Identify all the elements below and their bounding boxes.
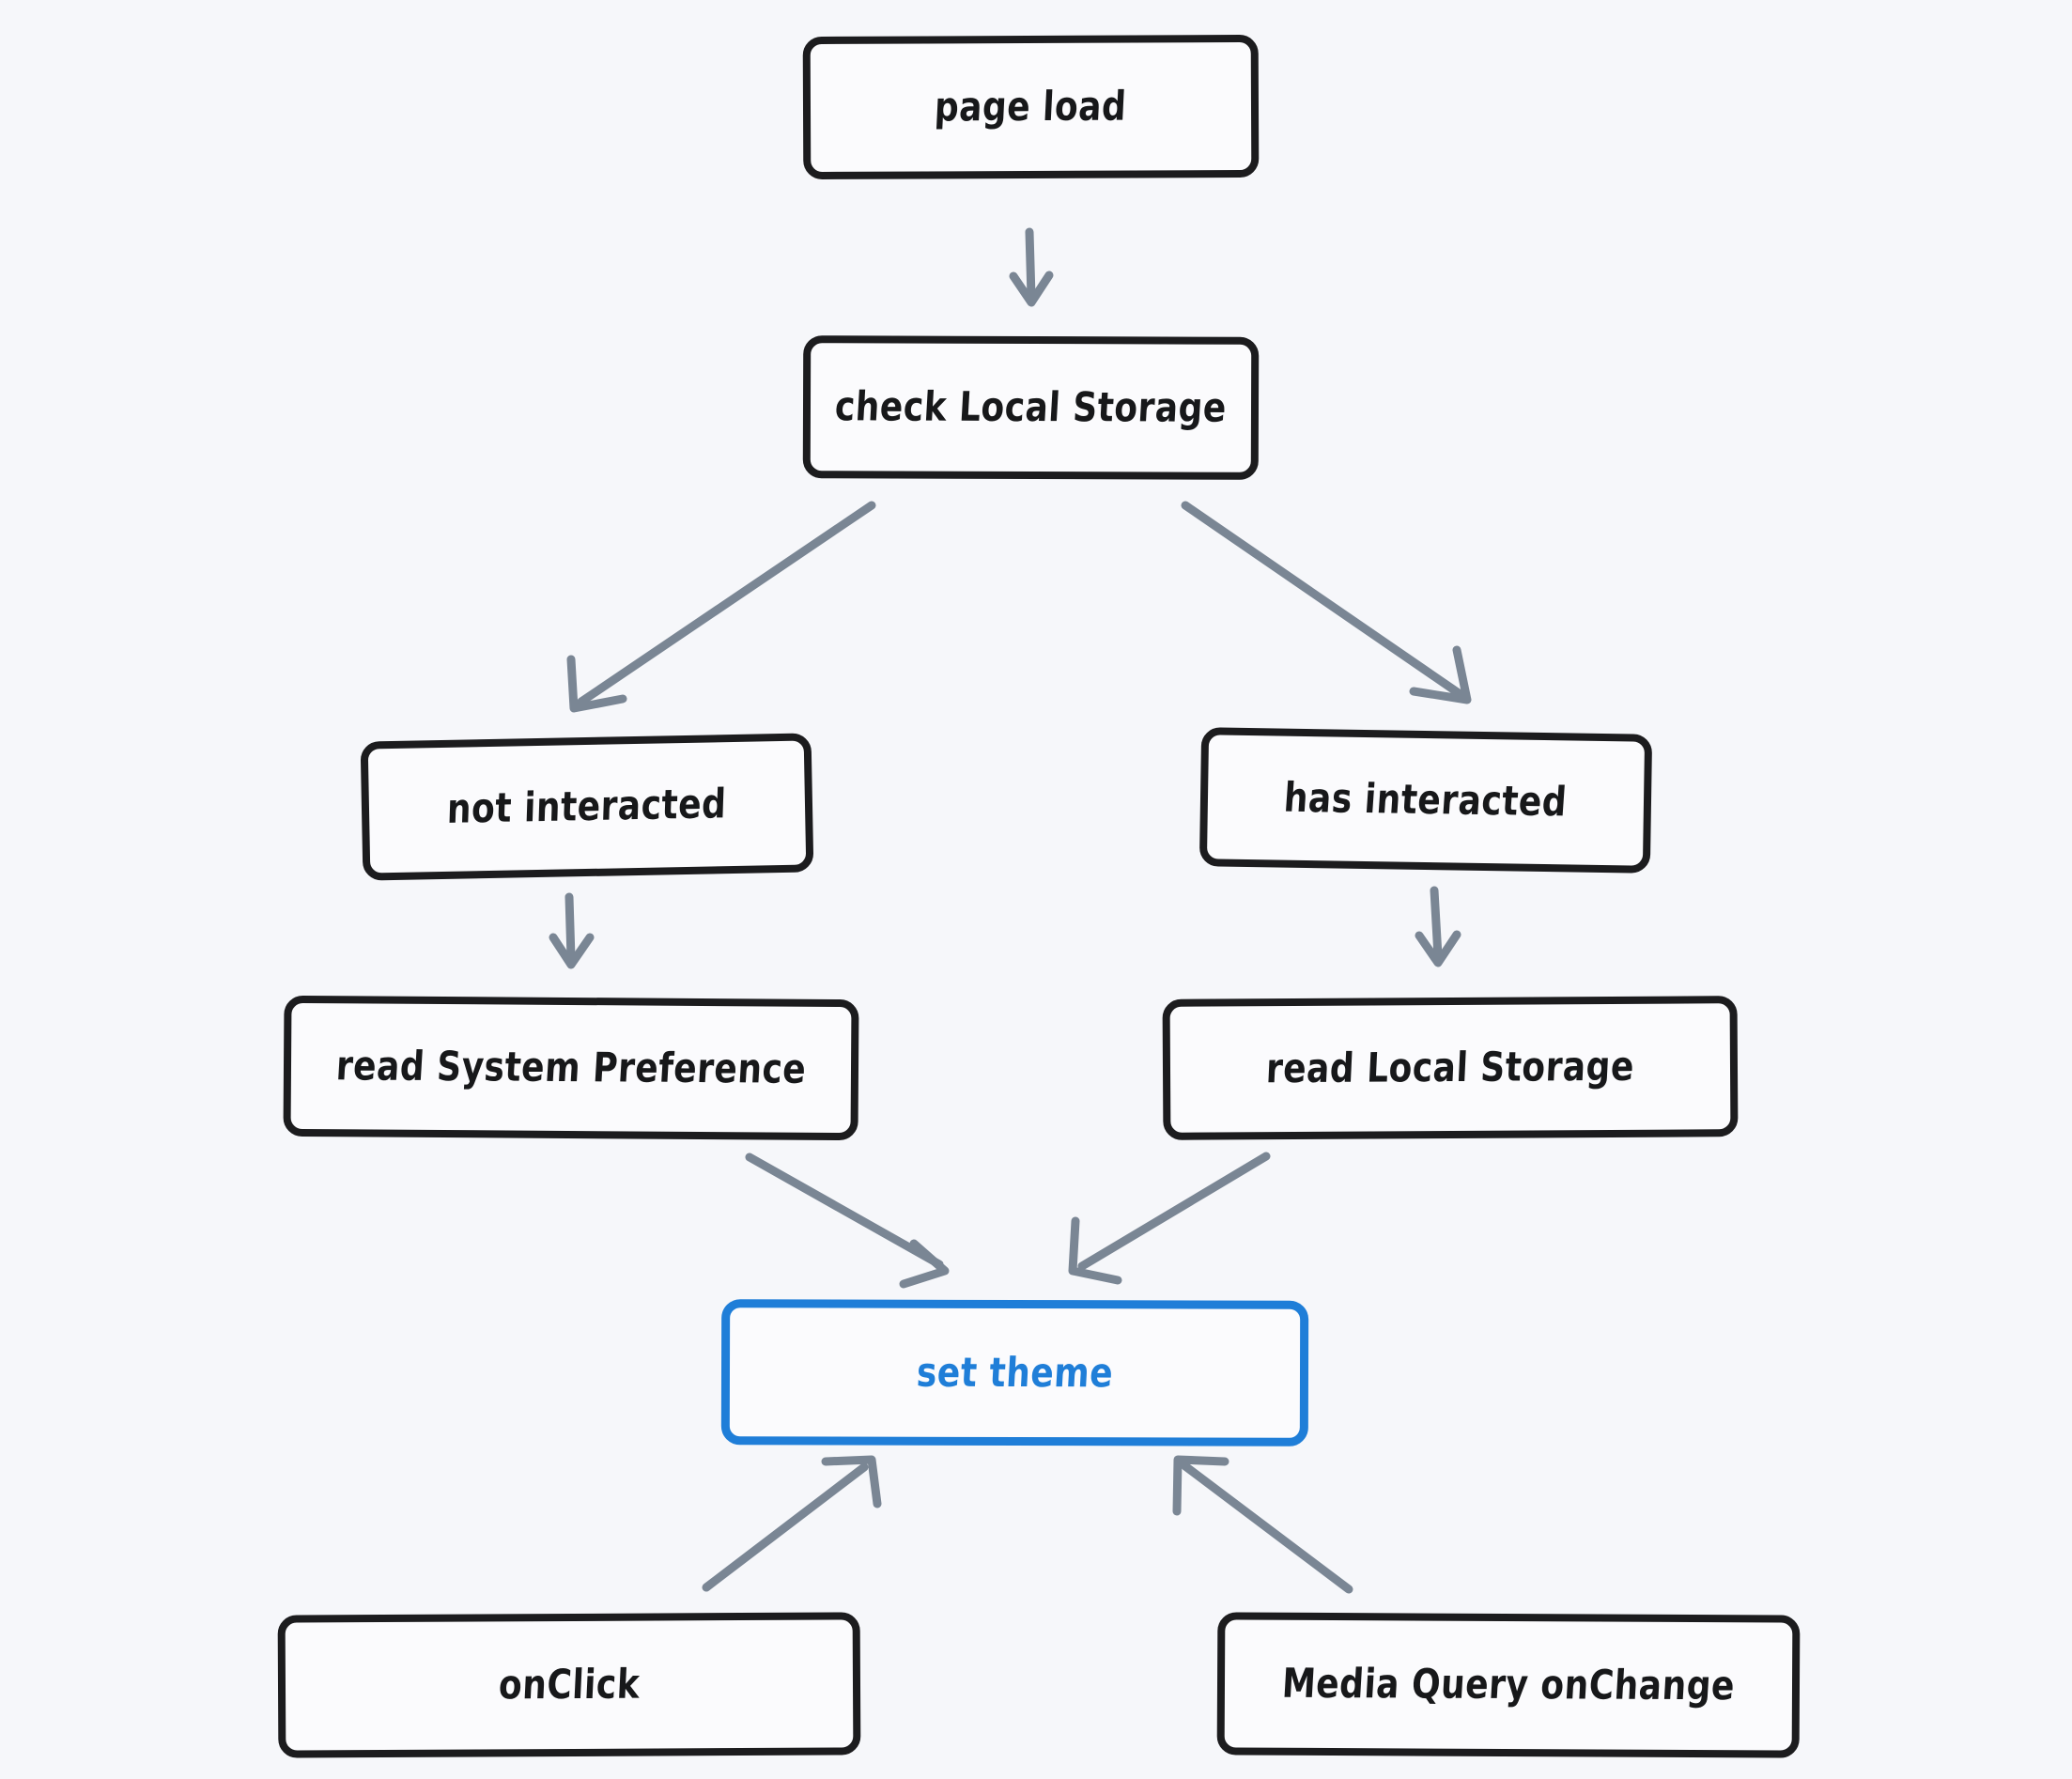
node-not-interacted-label: not interacted [446,781,728,833]
node-media-query-onchange[interactable]: Media Query onChange [1216,1612,1801,1758]
node-check-local-storage-label: check Local Storage [833,383,1229,432]
node-media-query-onchange-label: Media Query onChange [1280,1660,1737,1710]
node-read-system-preference[interactable]: read System Preference [283,995,859,1141]
edge-read-system-preference-to-set-theme [745,1152,950,1289]
edge-onclick-to-set-theme [702,1455,882,1592]
node-set-theme[interactable]: set theme [720,1299,1309,1446]
node-page-load[interactable]: page load [802,34,1260,180]
node-page-load-label: page load [934,83,1128,131]
node-read-local-storage-label: read Local Storage [1264,1043,1636,1093]
edge-not-interacted-to-read-system-preference [549,892,595,969]
edge-has-interacted-to-read-local-storage [1415,886,1461,967]
edge-read-local-storage-to-set-theme [1068,1152,1271,1285]
node-has-interacted[interactable]: has interacted [1198,727,1653,874]
node-onclick[interactable]: onClick [277,1612,861,1758]
node-not-interacted[interactable]: not interacted [360,733,814,881]
edge-media-query-onchange-to-set-theme [1172,1455,1353,1594]
edge-check-local-storage-to-not-interacted [566,501,876,713]
node-set-theme-label: set theme [915,1349,1115,1397]
node-has-interacted-label: has interacted [1282,774,1569,827]
node-read-local-storage[interactable]: read Local Storage [1162,996,1739,1140]
edge-check-local-storage-to-has-interacted [1181,501,1472,704]
node-check-local-storage[interactable]: check Local Storage [802,335,1260,480]
node-read-system-preference-label: read System Preference [334,1043,808,1093]
node-onclick-label: onClick [497,1661,642,1709]
edge-page-load-to-check-local-storage [1009,227,1054,307]
